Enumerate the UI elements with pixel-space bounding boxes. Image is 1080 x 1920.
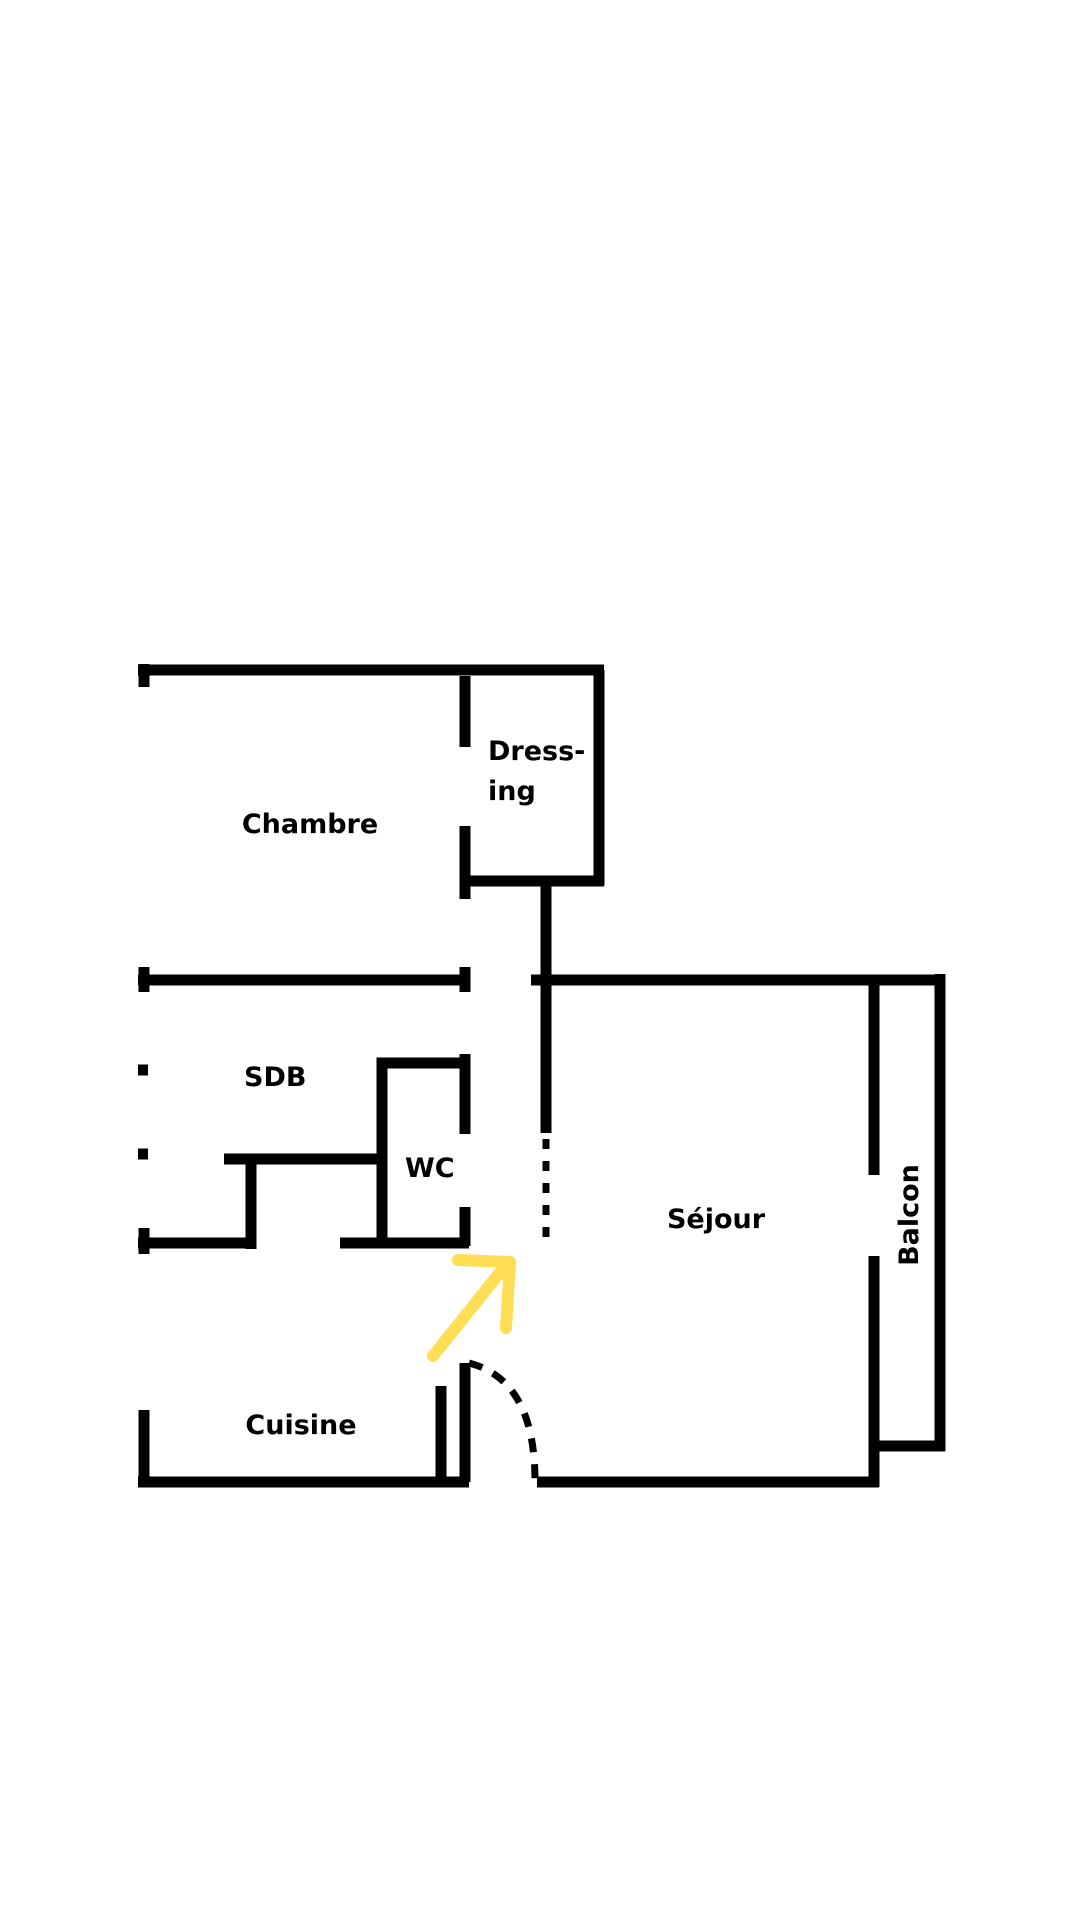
- walls: [138, 664, 946, 1488]
- room-label-dressing-line2: ing: [488, 776, 536, 807]
- cuisine-walls: [138, 1363, 471, 1488]
- sdb-bottom-wall: [138, 1228, 255, 1254]
- arrow-up-right-icon: [427, 1254, 516, 1362]
- door-swing-arc: [468, 1359, 539, 1482]
- room-label-cuisine: Cuisine: [245, 1410, 356, 1441]
- room-label-sdb: SDB: [244, 1062, 306, 1093]
- room-label-balcon: Balcon: [894, 1164, 925, 1266]
- room-label-sejour: Séjour: [667, 1204, 766, 1235]
- sdb-inner-wall: [224, 1153, 382, 1249]
- sdb-left-ticks: [138, 1064, 148, 1160]
- room-label-dressing-line1: Dress-: [488, 736, 585, 767]
- chambre-sdb-wall: [138, 967, 471, 992]
- room-label-chambre: Chambre: [242, 809, 378, 840]
- room-label-wc: WC: [405, 1153, 455, 1184]
- wc-walls: [376, 1054, 471, 1246]
